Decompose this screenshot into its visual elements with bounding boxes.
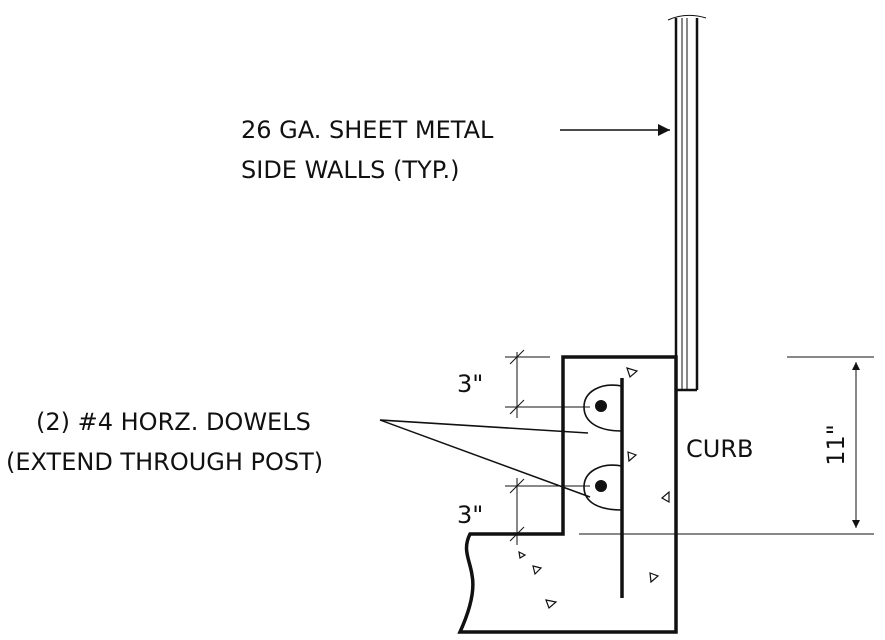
sheet-metal-label-line1: 26 GA. SHEET METAL <box>241 116 494 144</box>
dim-top-3in <box>505 349 590 418</box>
concrete-hatch <box>518 367 670 610</box>
dim-height-label: 11" <box>822 424 850 466</box>
dim-bottom-label: 3" <box>457 501 483 529</box>
curb-label: CURB <box>686 435 753 463</box>
dowels-label-line2: (EXTEND THROUGH POST) <box>6 448 323 476</box>
dim-top-label: 3" <box>457 370 483 398</box>
dowels-label-line1: (2) #4 HORZ. DOWELS <box>36 408 311 436</box>
sheet-metal-wall <box>667 14 707 392</box>
sheet-metal-label-line2: SIDE WALLS (TYP.) <box>241 156 459 184</box>
dowel-leaders <box>379 419 591 498</box>
dowel-top <box>583 384 623 432</box>
dowel-bottom <box>583 464 623 511</box>
curb-outline <box>457 355 678 634</box>
dim-height-11in <box>579 356 874 535</box>
dim-bottom-3in <box>505 478 590 545</box>
